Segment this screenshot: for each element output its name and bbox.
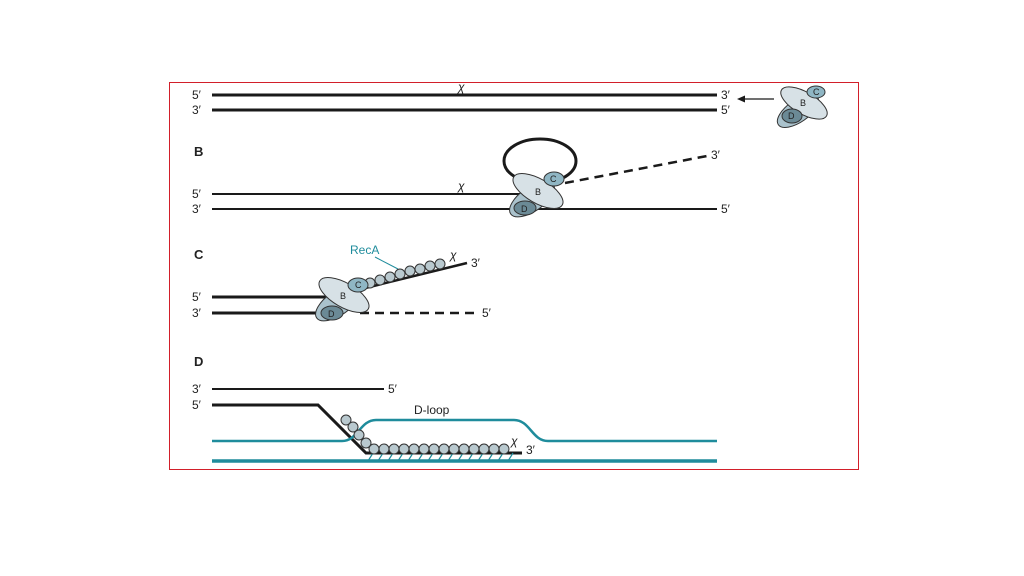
panel-a: 5′ 3′ χ 3′ 5′ B C D: [192, 83, 828, 128]
recbcd-complex: B C D: [776, 85, 828, 128]
chi-site-label: χ: [449, 248, 457, 262]
protein-c-label: C: [355, 280, 362, 290]
base-pair-hatching: [367, 452, 514, 462]
protein-d-label: D: [521, 204, 528, 214]
reca-filament: [340, 414, 510, 455]
diagram-frame: 5′ 3′ χ 3′ 5′ B C D B 5′ 3′ χ 5′ 3: [169, 82, 859, 470]
protein-b-label: B: [800, 98, 806, 108]
chi-site-label: χ: [510, 434, 518, 448]
strand-end-label: 5′: [482, 306, 492, 320]
protein-d-label: D: [788, 111, 795, 121]
panel-label: B: [194, 144, 203, 159]
strand-end-label: 3′: [471, 256, 481, 270]
protein-b-label: B: [340, 291, 346, 301]
strand-end-label: 5′: [388, 382, 398, 396]
displaced-strand-dloop: [212, 418, 717, 443]
strand-end-label: 5′: [192, 88, 202, 102]
reca-pointer: [374, 256, 399, 270]
strand-end-label: 5′: [192, 187, 202, 201]
recbcd-complex: B C D: [509, 171, 565, 218]
strand-end-label: 3′: [526, 443, 536, 457]
chi-site-label: χ: [457, 83, 465, 94]
strand-end-label: 5′: [192, 398, 202, 412]
strand-end-label: 3′: [721, 88, 731, 102]
reca-label: RecA: [350, 243, 379, 257]
strand-end-label: 3′: [192, 306, 202, 320]
recbcd-diagram: 5′ 3′ χ 3′ 5′ B C D B 5′ 3′ χ 5′ 3: [192, 83, 828, 463]
protein-c-label: C: [550, 174, 557, 184]
recbcd-complex: B C D: [315, 277, 370, 322]
protein-d-label: D: [328, 309, 335, 319]
strand-end-label: 5′: [721, 103, 731, 117]
strand-end-label: 3′: [192, 103, 202, 117]
chi-site-label: χ: [457, 179, 465, 193]
panel-d: D 3′ 5′ 5′ D-loop: [192, 354, 717, 463]
protein-b-label: B: [535, 187, 541, 197]
dloop-label: D-loop: [414, 403, 450, 417]
unwound-strand-dashed: [564, 154, 708, 185]
strand-end-label: 5′: [192, 290, 202, 304]
strand-end-label: 3′: [711, 148, 721, 162]
reca-filament: [354, 258, 446, 292]
panel-label: C: [194, 247, 204, 262]
panel-label: D: [194, 354, 203, 369]
strand-end-label: 3′: [192, 382, 202, 396]
strand-end-label: 3′: [192, 202, 202, 216]
panel-b: B 5′ 3′ χ 5′ 3′ B C D: [192, 137, 731, 218]
panel-c: C RecA 5′ 3′ χ 3′ 5′ B: [192, 243, 492, 322]
protein-c-label: C: [813, 87, 820, 97]
strand-end-label: 5′: [721, 202, 731, 216]
arrow-head: [737, 95, 745, 103]
